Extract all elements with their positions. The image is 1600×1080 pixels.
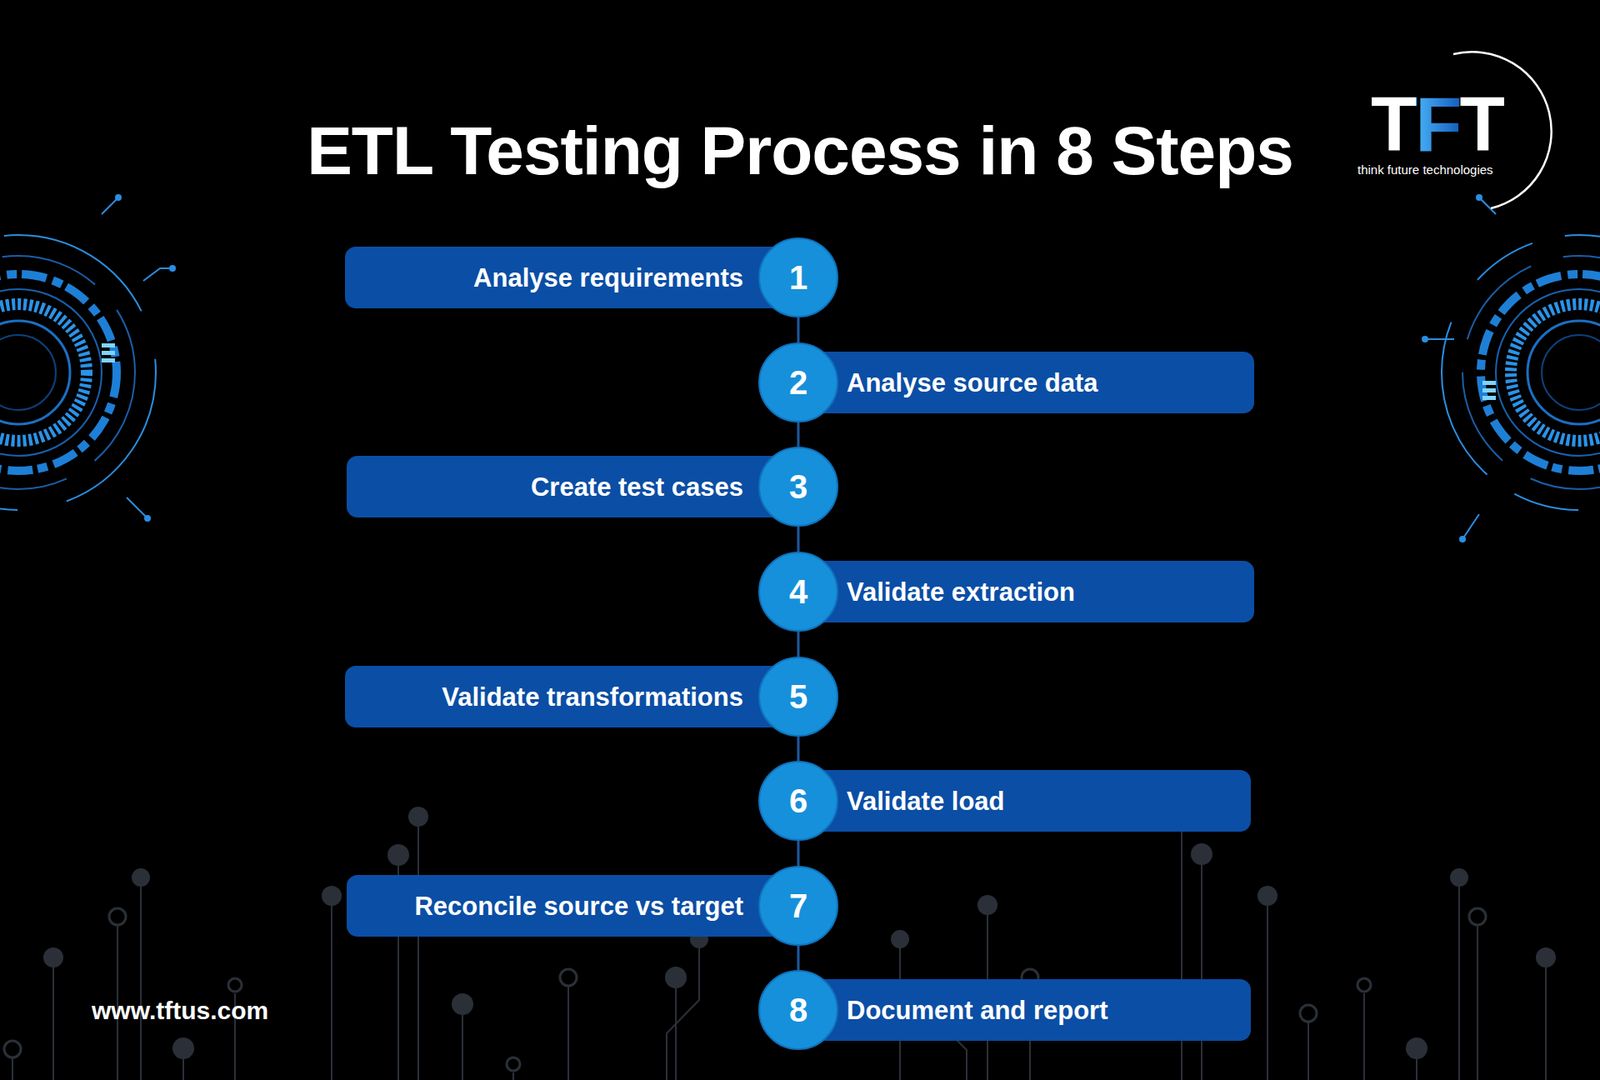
step-connector (797, 840, 800, 866)
tech-ring-right (1421, 194, 1600, 543)
circuit-dots (43, 806, 1556, 1060)
step-connector (797, 945, 800, 970)
step-circle: 2 (758, 342, 839, 423)
step-number: 4 (789, 575, 808, 609)
step-number: 5 (789, 680, 808, 714)
step-box: Analyse source data (795, 351, 1255, 414)
step-label: Validate transformations (441, 684, 744, 710)
step-circle: 8 (758, 970, 839, 1050)
step-circle: 3 (758, 446, 839, 527)
step-label: Analyse source data (846, 370, 1099, 396)
circle-shape (759, 866, 838, 945)
step-label: Reconcile source vs target (414, 893, 744, 920)
step-box: Create test cases (346, 455, 800, 518)
logo-tagline: think future technologies (1357, 163, 1494, 176)
circle-shape (759, 657, 838, 736)
circle-shape (759, 761, 838, 840)
step-circle: 1 (758, 237, 839, 318)
step-label: Document and report (846, 997, 1108, 1024)
step-number: 7 (789, 889, 808, 923)
step-box: Validate transformations (345, 665, 800, 728)
step-label: Validate load (846, 788, 1005, 815)
step-box: Reconcile source vs target (346, 875, 800, 937)
step-connector (797, 526, 800, 552)
step-circle: 5 (758, 656, 839, 737)
step-number: 2 (789, 365, 808, 400)
step-number: 6 (789, 784, 808, 818)
logo-text: TFT (1370, 85, 1505, 163)
step-circle: 4 (758, 551, 839, 632)
step-label: Validate extraction (846, 579, 1075, 605)
website-url: www.tftus.com (91, 998, 269, 1024)
step-connector (797, 736, 800, 761)
step-circle: 7 (758, 865, 839, 946)
circle-shape (759, 970, 838, 1050)
step-number: 3 (789, 470, 808, 504)
step-box: Document and report (795, 979, 1251, 1041)
tech-ring-left (0, 194, 176, 522)
step-box: Analyse requirements (345, 246, 800, 309)
step-label: Analyse requirements (473, 265, 744, 291)
step-connector (797, 631, 800, 657)
step-connector (797, 317, 800, 343)
circle-shape (759, 238, 838, 317)
step-circle: 6 (758, 760, 839, 841)
circuit-traces (12, 816, 1546, 1080)
step-number: 8 (789, 993, 808, 1027)
step-box: Validate extraction (795, 560, 1255, 623)
step-box: Validate load (795, 770, 1251, 832)
step-label: Create test cases (530, 474, 744, 500)
circle-shape (759, 447, 838, 526)
step-connector (797, 422, 800, 447)
circle-shape (759, 552, 838, 631)
circle-shape (759, 343, 838, 422)
step-number: 1 (789, 260, 808, 295)
